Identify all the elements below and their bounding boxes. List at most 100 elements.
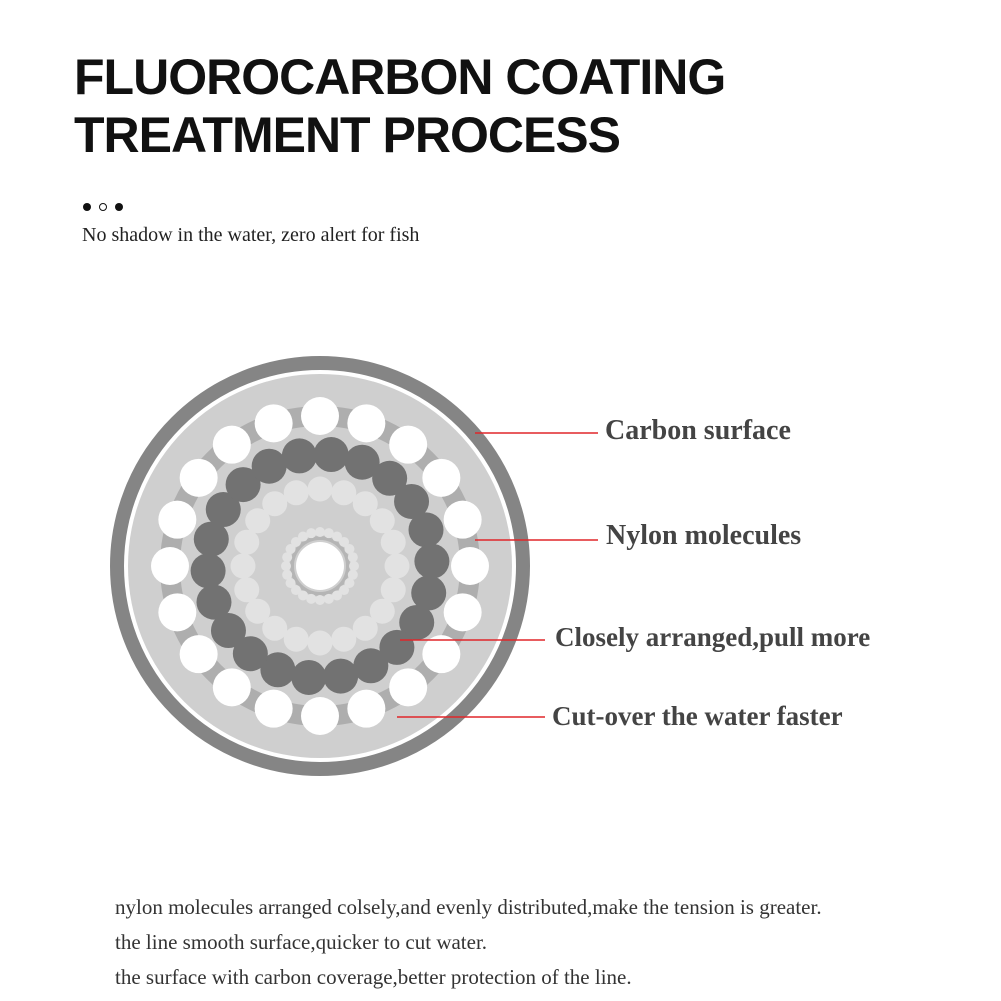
inner-molecule [380,577,406,603]
dense-molecule [344,444,380,480]
nylon-molecule [179,635,218,674]
inner-molecule [230,553,256,579]
core-molecule [285,544,296,554]
core-molecule [344,578,355,588]
nylon-molecule [347,689,386,728]
dense-molecule [313,437,349,473]
dense-molecule [291,659,327,695]
inner-molecule [352,615,378,641]
core-molecule [332,531,342,542]
core-molecule [315,527,325,537]
description-line-1: nylon molecules arranged colsely,and eve… [115,895,822,919]
label-cut-over-water: Cut-over the water faster [552,701,843,731]
inner-molecule [331,480,357,506]
inner-molecule [262,491,288,517]
dense-molecule [414,543,450,579]
title-line-1: FLUOROCARBON COATING [74,49,726,105]
dense-molecule [205,492,241,528]
dense-molecule [353,648,389,684]
inner-molecule [384,553,410,579]
dense-molecule [251,448,287,484]
core-molecule [306,528,317,539]
inner-molecule [262,615,288,641]
dense-molecule [399,604,435,640]
description-line-3: the surface with carbon coverage,better … [115,965,632,989]
dense-molecule [323,658,359,694]
dense-molecule [232,636,268,672]
nylon-molecule [389,668,428,707]
dense-molecule [281,438,317,474]
inner-molecule [380,529,406,555]
nylon-molecule [301,397,339,435]
description-line-2: the line smooth surface,quicker to cut w… [115,930,488,954]
decorative-dots [83,200,131,215]
dense-molecule [394,483,430,519]
nylon-molecule [212,425,251,464]
nylon-molecule [389,425,428,464]
dot-icon [83,203,91,211]
dense-molecule [372,460,408,496]
inner-molecule [307,476,333,502]
nylon-molecule [212,668,251,707]
core-molecule [290,585,301,596]
label-carbon-surface: Carbon surface [605,415,791,446]
dot-icon [115,203,123,211]
nylon-molecule [451,547,489,585]
core-molecule [315,595,325,605]
core-molecule [323,593,334,604]
core-molecule [339,585,350,596]
dense-molecule [411,575,447,611]
core-molecule [298,531,308,542]
core-molecule [349,561,359,571]
nylon-molecule [301,697,339,735]
inner-molecule [283,480,309,506]
core-molecule [282,569,293,580]
inner-molecule [283,626,309,652]
inner-molecule [245,508,271,534]
core-molecule [282,552,293,563]
core-molecule [339,536,350,547]
core-molecule [281,561,291,571]
hollow-dot-icon [99,203,107,211]
dense-molecule [260,652,296,688]
inner-molecule [245,598,271,624]
dense-molecule [196,584,232,620]
nylon-molecule [422,458,461,497]
inner-molecule [352,491,378,517]
core-molecule [332,590,342,601]
nylon-molecule [158,500,197,539]
nylon-molecule [151,547,189,585]
core-band [290,536,350,596]
inner-molecule [369,508,395,534]
core-molecule [290,536,301,547]
nylon-molecule [422,635,461,674]
inner-molecule [331,626,357,652]
label-closely-arranged: Closely arranged,pull more [555,622,871,652]
core-molecule [323,528,334,539]
core-molecule [306,593,317,604]
core-molecule [298,590,308,601]
core-molecule [347,569,358,580]
inner-molecule [234,577,260,603]
dense-molecule [408,512,444,548]
nylon-molecule [347,404,386,443]
core-molecule [344,544,355,554]
page-title: FLUOROCARBON COATING TREATMENT PROCESS [74,48,726,164]
inner-molecule [369,598,395,624]
core-molecule [285,578,296,588]
nylon-molecule [443,593,482,632]
core-hole [296,542,344,590]
label-nylon-molecules: Nylon molecules [606,520,802,551]
dense-molecule [190,553,226,589]
inner-molecule [234,529,260,555]
nylon-molecule [254,689,293,728]
dense-molecule [379,629,415,665]
nylon-molecule [254,404,293,443]
dense-molecule [210,613,246,649]
nylon-molecule [443,500,482,539]
inner-molecule [307,630,333,656]
nylon-molecule [158,593,197,632]
dense-molecule [225,467,261,503]
nylon-molecule [179,458,218,497]
